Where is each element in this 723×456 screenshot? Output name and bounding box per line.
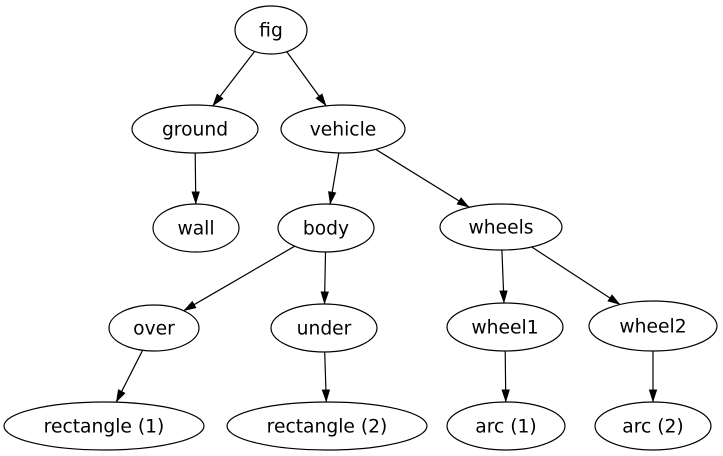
node-ground-label: ground [162, 120, 228, 141]
node-body-ellipse [277, 203, 375, 253]
node-arc2-ellipse [594, 401, 712, 451]
node-ground: ground [131, 104, 259, 154]
node-wheels: wheels [439, 203, 563, 251]
node-arc2-label: arc (2) [622, 417, 683, 438]
node-under-ellipse [270, 303, 378, 353]
node-wheels-label: wheels [468, 218, 533, 239]
edge-under-rectangle2 [321, 351, 331, 403]
node-wall-label: wall [177, 219, 214, 240]
edge-vehicle-wheels [375, 148, 470, 208]
node-rectangle2-label: rectangle (2) [267, 417, 388, 438]
node-rectangle1-label: rectangle (1) [44, 417, 165, 438]
node-over-label: over [133, 319, 175, 340]
node-wheel1: wheel1 [446, 302, 564, 352]
node-under: under [270, 303, 378, 353]
edge-fig-ground [212, 51, 256, 107]
edge-vehicle-body [328, 152, 340, 205]
node-fig: fig [234, 5, 308, 55]
node-wheel2-ellipse [588, 300, 718, 352]
edge-body-under [320, 251, 329, 305]
edge-wheel1-arc1 [501, 350, 510, 403]
node-wall-ellipse [152, 203, 240, 253]
node-rectangle1: rectangle (1) [3, 401, 205, 451]
edges-layer [115, 51, 658, 403]
node-fig-ellipse [234, 5, 308, 55]
node-wheel2: wheel2 [588, 300, 718, 352]
node-arc1-ellipse [446, 401, 566, 451]
node-body: body [277, 203, 375, 253]
node-wheel2-label: wheel2 [619, 317, 686, 338]
node-fig-label: fig [259, 21, 283, 42]
edge-wheels-wheel2 [531, 246, 621, 306]
edge-body-over [183, 245, 296, 312]
node-rectangle2-ellipse [226, 401, 428, 451]
node-over-ellipse [108, 304, 200, 352]
node-arc1-label: arc (1) [475, 417, 536, 438]
edge-wheels-wheel1 [499, 249, 508, 304]
node-vehicle: vehicle [280, 104, 406, 154]
edge-over-rectangle1 [115, 350, 144, 403]
node-arc2: arc (2) [594, 401, 712, 451]
edge-ground-wall [191, 152, 200, 205]
node-rectangle1-ellipse [3, 401, 205, 451]
node-under-label: under [297, 319, 352, 340]
node-body-label: body [303, 219, 349, 240]
node-wheel1-label: wheel1 [471, 318, 538, 339]
node-over: over [108, 304, 200, 352]
node-wheels-ellipse [439, 203, 563, 251]
node-wheel1-ellipse [446, 302, 564, 352]
node-ground-ellipse [131, 104, 259, 154]
nodes-layer: fig ground vehicle wall body wheels over under w… [3, 5, 718, 451]
node-vehicle-label: vehicle [310, 120, 377, 141]
node-rectangle2: rectangle (2) [226, 401, 428, 451]
node-wall: wall [152, 203, 240, 253]
edge-fig-vehicle [286, 51, 327, 107]
node-arc1: arc (1) [446, 401, 566, 451]
node-vehicle-ellipse [280, 104, 406, 154]
